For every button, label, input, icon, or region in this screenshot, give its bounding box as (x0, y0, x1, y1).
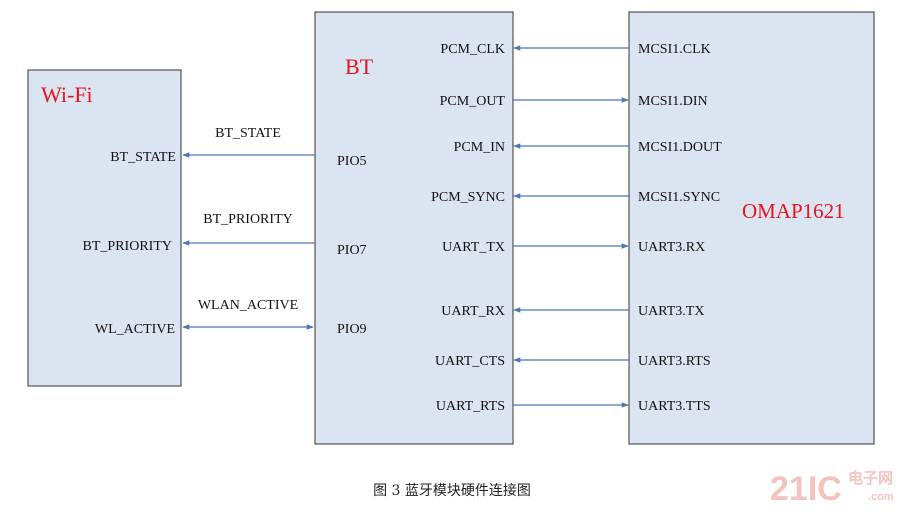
omap-pin-mcsi1-din: MCSI1.DIN (638, 94, 708, 109)
link-label-bt-state: BT_STATE (215, 126, 281, 141)
watermark-brand: 21IC (770, 470, 842, 508)
omap-pin-uart3-rts: UART3.RTS (638, 354, 711, 369)
wifi-pin-bt-priority: BT_PRIORITY (83, 239, 172, 254)
bt-pin-pcm-out: PCM_OUT (440, 94, 506, 109)
bt-pin-pio7: PIO7 (337, 243, 367, 258)
bt-pin-uart-cts: UART_CTS (435, 354, 505, 369)
link-label-wlan-active: WLAN_ACTIVE (198, 298, 298, 313)
bt-pin-pio5: PIO5 (337, 154, 367, 169)
bt-pin-uart-tx: UART_TX (442, 240, 505, 255)
wifi-title: Wi-Fi (41, 82, 93, 107)
bt-block (314, 11, 514, 445)
watermark-url: .com (868, 491, 894, 503)
bt-pin-uart-rx: UART_RX (441, 304, 505, 319)
bt-title: BT (345, 54, 374, 79)
figure-caption: 图 3 蓝牙模块硬件连接图 (373, 482, 531, 499)
omap-pin-mcsi1-clk: MCSI1.CLK (638, 42, 711, 57)
bt-pin-pcm-sync: PCM_SYNC (431, 190, 505, 205)
bt-pin-pio9: PIO9 (337, 322, 367, 337)
wifi-pin-bt-state: BT_STATE (110, 150, 176, 165)
omap-pin-uart3-rx: UART3.RX (638, 240, 705, 255)
omap-pin-uart3-tx: UART3.TX (638, 304, 704, 319)
watermark-logo: 21IC 电子网 .com (770, 469, 894, 508)
bt-pin-pcm-in: PCM_IN (454, 140, 505, 155)
wifi-block (27, 69, 182, 387)
omap-pin-mcsi1-dout: MCSI1.DOUT (638, 140, 722, 155)
wifi-pin-wl-active: WL_ACTIVE (95, 322, 175, 337)
bt-pin-pcm-clk: PCM_CLK (440, 42, 505, 57)
watermark-subtitle: 电子网 (848, 469, 893, 487)
omap-pin-mcsi1-sync: MCSI1.SYNC (638, 190, 720, 205)
bt-pin-uart-rts: UART_RTS (436, 399, 505, 414)
link-label-bt-priority: BT_PRIORITY (203, 212, 292, 227)
omap-block (628, 11, 875, 445)
omap-title: OMAP1621 (742, 199, 845, 223)
omap-pin-uart3-tts: UART3.TTS (638, 399, 711, 414)
bt-omap-connections: PCM_CLK PCM_OUT PCM_IN PCM_SYNC UART_TX UART_… (431, 42, 722, 414)
